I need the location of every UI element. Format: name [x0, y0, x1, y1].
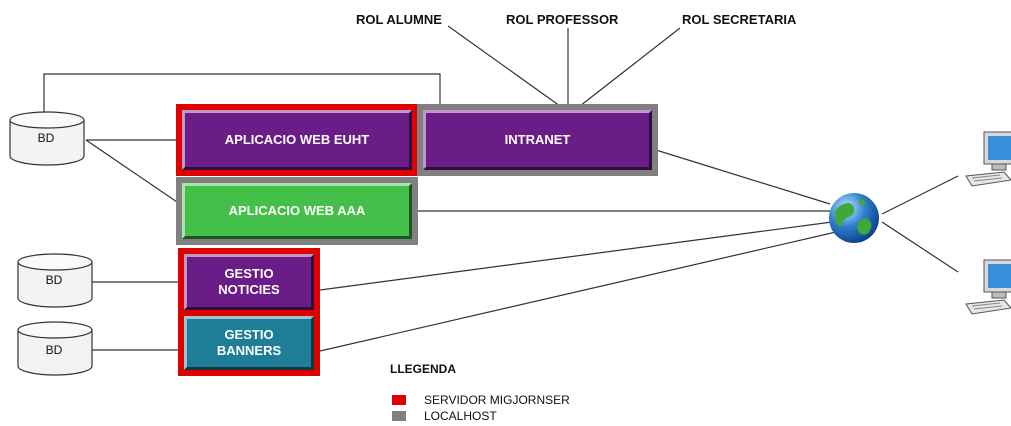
gestio-banners-line1: GESTIO [224, 327, 274, 342]
legend-title: LLEGENDA [390, 362, 456, 376]
database-icon [6, 110, 88, 173]
computer-icon [958, 256, 1011, 327]
gestio-noticies-box: GESTIO NOTICIES [184, 254, 314, 310]
app-web-euht-label: APLICACIO WEB EUHT [224, 132, 370, 147]
computer-icon [958, 128, 1011, 199]
database-icon [14, 320, 96, 383]
legend-swatch-localhost [392, 411, 406, 421]
line-db-intranet [43, 73, 441, 112]
line-globe-computer-2 [881, 221, 959, 273]
legend-label-server: SERVIDOR MIGJORNSER [424, 393, 570, 407]
line-intranet-globe [655, 149, 831, 205]
app-web-aaa-label: APLICACIO WEB AAA [228, 203, 366, 218]
line-globe-computer-1 [881, 175, 959, 215]
legend-label-localhost: LOCALHOST [424, 409, 497, 423]
role-alumne-label: ROL ALUMNE [356, 12, 442, 27]
line-db-aaa [85, 139, 181, 205]
gestio-banners-line2: BANNERS [216, 343, 282, 358]
database-label: BD [37, 131, 55, 145]
intranet-label: INTRANET [504, 132, 571, 147]
database-icon [14, 252, 96, 315]
line-role-alumne [447, 25, 561, 107]
gestio-noticies-line1: GESTIO [224, 266, 274, 281]
legend-swatch-server [392, 395, 406, 405]
gestio-noticies-line2: NOTICIES [218, 282, 280, 297]
database-label: BD [45, 273, 63, 287]
role-professor-label: ROL PROFESSOR [506, 12, 619, 27]
line-role-secretaria [579, 27, 681, 107]
app-web-aaa-box: APLICACIO WEB AAA [182, 183, 412, 239]
database-label: BD [45, 343, 63, 357]
gestio-banners-box: GESTIO BANNERS [184, 316, 314, 370]
intranet-box: INTRANET [423, 110, 652, 170]
globe-icon [826, 190, 882, 251]
app-web-euht-box: APLICACIO WEB EUHT [182, 110, 412, 170]
line-noticies-globe [319, 221, 833, 291]
line-banners-globe [319, 231, 837, 352]
role-secretaria-label: ROL SECRETARIA [682, 12, 797, 27]
